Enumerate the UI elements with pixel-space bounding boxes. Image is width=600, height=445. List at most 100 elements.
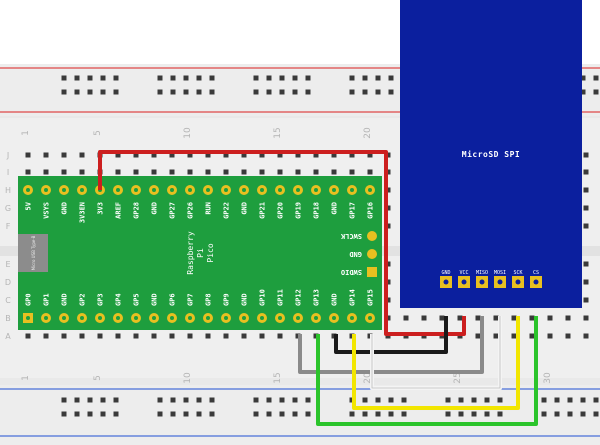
rail-hole: [170, 75, 176, 81]
rail-hole: [170, 397, 176, 403]
rail-hole: [388, 75, 394, 81]
rail-hole: [362, 75, 368, 81]
rail-hole: [61, 411, 67, 417]
pico-pin-label: GP10: [259, 289, 267, 306]
breadboard-hole: [223, 333, 229, 339]
pico-pin-bottom-hole: [350, 316, 354, 320]
pico-pin-bottom-hole: [134, 316, 138, 320]
breadboard-hole: [475, 333, 481, 339]
breadboard-hole: [277, 152, 283, 158]
breadboard-hole: [547, 333, 553, 339]
breadboard-hole: [331, 169, 337, 175]
breadboard-hole: [511, 315, 517, 321]
pico-pin-label: GP9: [223, 293, 231, 306]
breadboard-hole: [223, 169, 229, 175]
pico-pin-bottom-hole: [242, 316, 246, 320]
rail-hole: [266, 89, 272, 95]
column-number: 25: [453, 372, 463, 383]
debug-label-swdio: SWDIO: [341, 268, 362, 276]
sd-title: MicroSD SPI: [462, 149, 520, 159]
rail-hole: [279, 397, 285, 403]
column-number: 5: [93, 375, 103, 381]
rail-hole: [362, 411, 368, 417]
pico-label-line-2: Pi: [196, 248, 205, 258]
pico-pin-label: 3V3EN: [79, 202, 87, 223]
pico-pin-bottom-hole: [368, 316, 372, 320]
column-number: 1: [21, 130, 31, 136]
rail-hole: [170, 411, 176, 417]
wire-red-vcc: [98, 150, 466, 336]
rail-hole: [445, 411, 451, 417]
pico-pin-label: GP2: [79, 293, 87, 306]
rail-hole: [305, 75, 311, 81]
rail-hole: [580, 411, 586, 417]
rail-hole: [183, 75, 189, 81]
pico-pin-label: RUN: [205, 202, 213, 215]
pico-pin-top-hole: [278, 188, 282, 192]
rail-hole: [401, 397, 407, 403]
rail-hole: [209, 397, 215, 403]
rail-hole: [362, 397, 368, 403]
pico-board: [18, 176, 382, 330]
breadboard-hole: [583, 261, 589, 267]
rail-hole: [593, 397, 599, 403]
breadboard-hole: [313, 169, 319, 175]
pico-pin-label: VSYS: [43, 202, 51, 219]
breadboard-hole: [151, 169, 157, 175]
sd-pin-label: MOSI: [494, 270, 506, 276]
rail-hole: [183, 397, 189, 403]
sd-pin-label: MISO: [476, 270, 488, 276]
rail-hole: [388, 397, 394, 403]
breadboard-hole: [169, 169, 175, 175]
rail-hole: [305, 89, 311, 95]
rail-hole: [593, 75, 599, 81]
pico-pin-label: GP7: [187, 293, 195, 306]
rail-hole: [349, 411, 355, 417]
breadboard-hole: [277, 169, 283, 175]
row-letter: G: [5, 204, 11, 213]
breadboard-hole: [331, 152, 337, 158]
rail-hole: [74, 411, 80, 417]
rail-hole: [349, 75, 355, 81]
pico-pin-top-hole: [206, 188, 210, 192]
rail-hole: [292, 397, 298, 403]
rail-hole: [266, 397, 272, 403]
breadboard-hole: [583, 279, 589, 285]
pico-pin-top-hole: [224, 188, 228, 192]
breadboard-hole: [205, 152, 211, 158]
sd-pin-label: VCC: [459, 270, 468, 276]
pico-pin-label: GP5: [133, 293, 141, 306]
pico-pin-label: GP18: [313, 202, 321, 219]
pico-pin-bottom-hole: [26, 316, 30, 320]
breadboard-hole: [259, 169, 265, 175]
rail-hole: [100, 411, 106, 417]
rail-hole: [100, 75, 106, 81]
breadboard-hole: [169, 152, 175, 158]
rail-hole: [445, 397, 451, 403]
rail-hole: [375, 411, 381, 417]
wire-yellow-sck: [352, 316, 520, 410]
rail-hole: [388, 411, 394, 417]
rail-hole: [196, 397, 202, 403]
breadboard-hole: [133, 333, 139, 339]
rail-hole: [183, 411, 189, 417]
rail-hole: [157, 89, 163, 95]
rail-hole: [183, 89, 189, 95]
pico-pin-top-hole: [350, 188, 354, 192]
breadboard-hole: [241, 169, 247, 175]
pico-pin-top-hole: [332, 188, 336, 192]
sd-pin-hole: [497, 279, 503, 285]
breadboard-hole: [583, 169, 589, 175]
pico-pin-label: 5V: [25, 201, 33, 210]
pico-pin-label: GP19: [295, 202, 303, 219]
pico-pin-label: GP8: [205, 293, 213, 306]
pico-pin-bottom-hole: [170, 316, 174, 320]
breadboard-hole: [295, 152, 301, 158]
pico-pin-label: GP28: [133, 202, 141, 219]
pico-pin-bottom-hole: [116, 316, 120, 320]
breadboard-hole: [259, 152, 265, 158]
pico-pin-top-hole: [170, 188, 174, 192]
pico-pin-bottom-hole: [44, 316, 48, 320]
debug-pin-gnd: [367, 249, 377, 259]
